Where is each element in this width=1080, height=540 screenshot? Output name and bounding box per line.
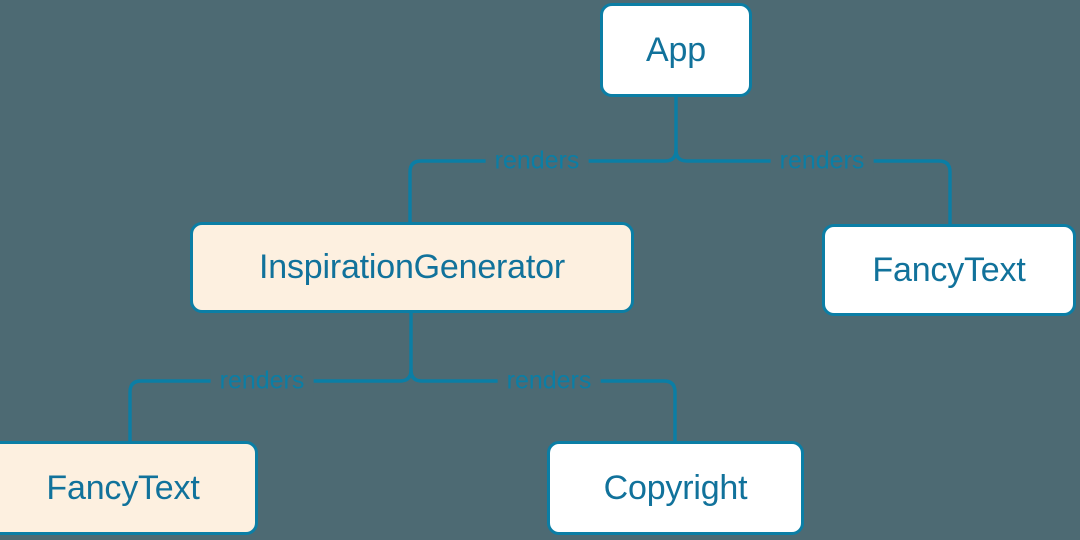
node-inspiration-generator-label: InspirationGenerator [259, 248, 565, 286]
node-inspiration-generator[interactable]: InspirationGenerator [190, 222, 634, 313]
node-fancytext-right[interactable]: FancyText [822, 224, 1076, 316]
edge-label-inspiration-to-copyright: renders [497, 368, 601, 394]
node-app-label: App [646, 30, 706, 69]
node-copyright[interactable]: Copyright [547, 441, 804, 535]
edge-label-inspiration-to-fancytext-bottom-left: renders [210, 368, 314, 394]
node-copyright-label: Copyright [603, 468, 748, 507]
node-app[interactable]: App [600, 3, 752, 97]
edge-label-app-to-fancytext-right: renders [770, 148, 874, 174]
node-fancytext-right-label: FancyText [872, 250, 1026, 289]
edge-label-app-to-inspiration: renders [485, 148, 589, 174]
edge-inspiration-to-copyright [409, 368, 677, 443]
node-fancytext-bottom-left-label: FancyText [46, 468, 200, 507]
edge-app-to-fancytext-right [674, 148, 952, 226]
node-fancytext-bottom-left[interactable]: FancyText [0, 441, 258, 535]
